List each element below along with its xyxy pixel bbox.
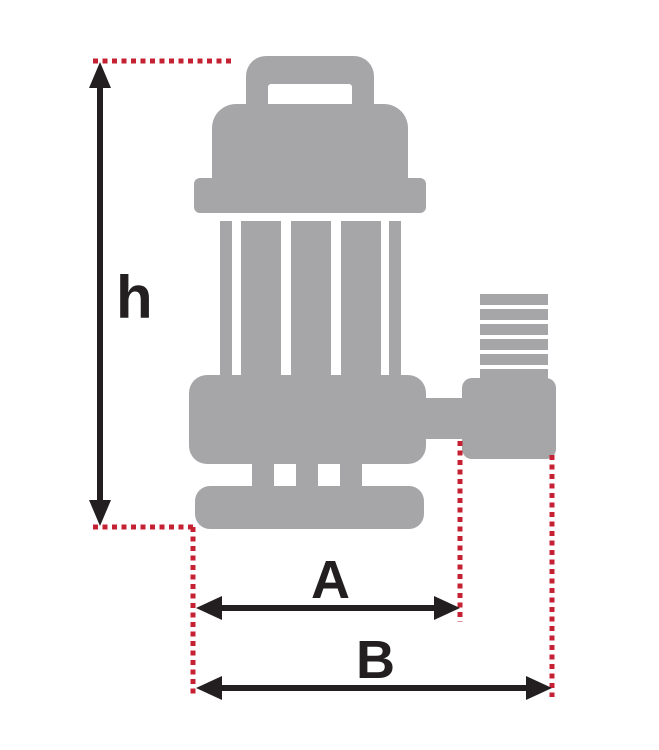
width-b-arrowhead-left	[196, 676, 222, 700]
height-label: h	[116, 264, 153, 331]
hose-barb-6	[480, 369, 548, 380]
pump-silhouette	[189, 56, 556, 529]
base-plate	[195, 486, 424, 529]
hose-barb-2	[480, 309, 548, 320]
width-a-arrowhead-left	[196, 596, 222, 620]
cooling-rib-1	[241, 221, 281, 381]
cooling-rib-2	[291, 221, 331, 381]
height-arrowhead-top	[89, 62, 111, 88]
height-arrowhead-bottom	[89, 500, 111, 526]
motor-flange	[194, 178, 426, 213]
hose-barb-5	[480, 354, 548, 365]
dimension-labels: h A B	[116, 264, 395, 690]
hose-barb-4	[480, 339, 548, 350]
extension-lines	[93, 58, 555, 697]
pump-housing	[189, 375, 426, 464]
cooling-rib-3	[341, 221, 381, 381]
hose-barb-3	[480, 324, 548, 335]
width-b-label: B	[356, 630, 395, 690]
dimension-lines	[97, 85, 533, 691]
cooling-rib-right-edge	[389, 221, 401, 381]
cooling-rib-left-edge	[220, 221, 232, 381]
discharge-port-body	[462, 378, 556, 459]
hose-barb-1	[480, 294, 548, 305]
width-a-arrowhead-right	[434, 596, 460, 620]
width-a-label: A	[311, 550, 350, 610]
outlet-stub	[420, 398, 470, 439]
dimension-arrowheads	[89, 62, 552, 700]
width-b-arrowhead-right	[526, 676, 552, 700]
